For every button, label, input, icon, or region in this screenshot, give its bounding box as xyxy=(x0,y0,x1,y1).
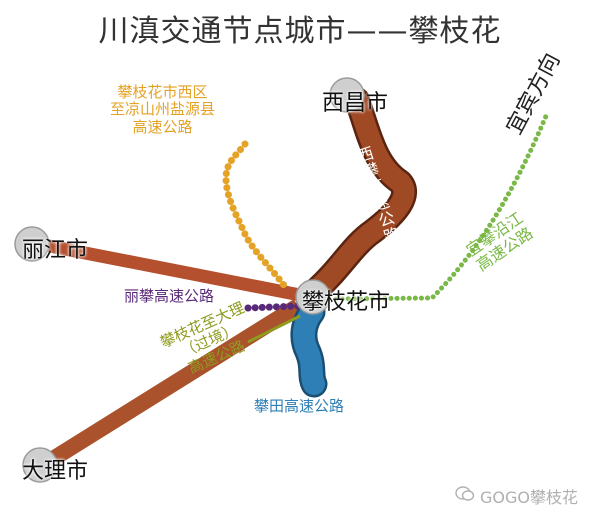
watermark-text: GOGO攀枝花 xyxy=(480,488,578,507)
page-title: 川滇交通节点城市——攀枝花 xyxy=(98,14,502,49)
wechat-icon xyxy=(455,486,475,506)
xichang-label: 西昌市 xyxy=(322,91,389,116)
lipan-road-label: 丽攀高速公路 xyxy=(124,287,215,305)
lipan-road xyxy=(244,302,302,312)
lijiang-node xyxy=(14,226,50,262)
west-district-road xyxy=(222,140,290,292)
pandali-road xyxy=(247,314,301,344)
dali-road xyxy=(43,299,303,469)
xipan-road xyxy=(301,89,415,305)
west-district-road-label: 攀枝花市西区 至凉山州盐源县 高速公路 xyxy=(110,83,216,136)
watermark: GOGO攀枝花 xyxy=(455,484,578,508)
pantian-road xyxy=(292,301,325,395)
pantian-road-label: 攀田高速公路 xyxy=(254,397,345,415)
xichang-node xyxy=(329,77,365,113)
panzhihua-node xyxy=(295,279,331,315)
dali-label: 大理市 xyxy=(22,459,89,484)
lijiang-label: 丽江市 xyxy=(22,238,89,263)
dali-node xyxy=(22,447,58,483)
panzhihua-label: 攀枝花市 xyxy=(302,290,391,315)
yipan-road xyxy=(333,113,549,302)
lijiang-road xyxy=(32,236,302,302)
